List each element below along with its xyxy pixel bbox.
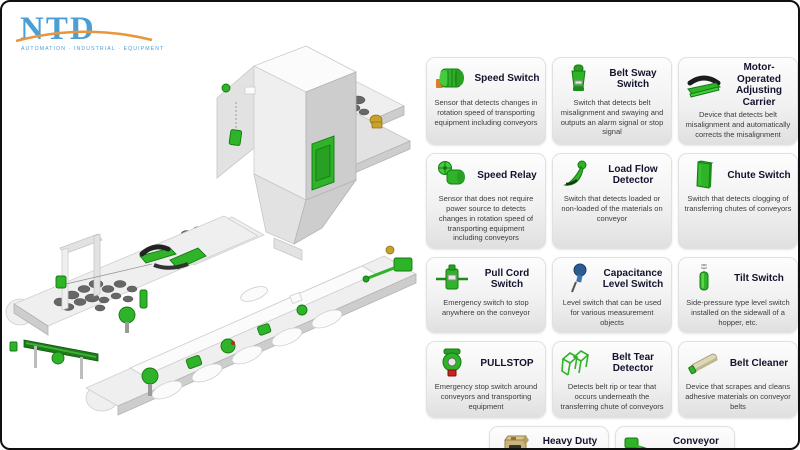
adjusting-carrier-device xyxy=(139,244,177,264)
product-card-header: Motor-Operated Adjusting Carrier xyxy=(684,62,792,108)
post-sensor xyxy=(139,289,148,309)
product-card-header: Speed Relay xyxy=(432,158,540,192)
chute-door-green-panel xyxy=(311,135,335,191)
product-title: Speed Relay xyxy=(477,169,537,181)
cleaner-assembly xyxy=(9,339,99,379)
speed-sensor-device xyxy=(118,306,136,333)
product-description: Side-pressure type level switch installe… xyxy=(686,298,790,327)
product-title: Capacitance Level Switch xyxy=(602,267,664,291)
product-title: PULLSTOP xyxy=(480,357,534,369)
product-description: Level switch that can be used for variou… xyxy=(562,298,662,327)
product-card-header: Pull Cord Switch xyxy=(432,262,540,296)
motor-operated-adjusting-carrier-icon xyxy=(684,68,724,102)
product-title: Belt Sway Switch xyxy=(609,67,657,91)
product-card-header: Speed Switch xyxy=(432,62,540,96)
product-description: Sensor that does not require power sourc… xyxy=(438,194,534,243)
product-card-header: Capacitance Level Switch xyxy=(558,262,666,296)
front-belt-devices xyxy=(141,292,308,396)
product-title: Load Flow Detector xyxy=(608,163,658,187)
product-description: Emergency stop switch around conveyors a… xyxy=(434,382,538,411)
pull-cord-switch-icon xyxy=(432,262,472,296)
end-sensor-device xyxy=(9,341,18,352)
belt-sway-switch-icon xyxy=(558,62,598,96)
product-card-conveyor-generator[interactable]: Conveyor GeneratorPower generator by bel… xyxy=(615,425,735,448)
product-description: Switch that detects belt misalignment an… xyxy=(560,98,664,137)
hopper-tower xyxy=(216,45,358,261)
chute-switch-icon xyxy=(684,158,724,192)
top-junction-box xyxy=(244,86,256,95)
product-description: Emergency switch to stop anywhere on the… xyxy=(442,298,530,317)
product-card-pullstop[interactable]: PULLSTOP Emergency stop switch around con… xyxy=(426,341,546,418)
pullstop-icon xyxy=(432,346,472,380)
product-card-header: Heavy Duty Limit Switch xyxy=(495,431,603,448)
capacitance-level-switch-icon xyxy=(558,262,598,296)
product-title: Pull Cord Switch xyxy=(484,267,530,291)
product-card-header: Belt Cleaner xyxy=(684,346,792,380)
product-description: Device that scrapes and cleans adhesive … xyxy=(685,382,791,411)
conveyor-generator-device xyxy=(362,245,413,283)
speed-relay-icon xyxy=(432,158,472,192)
product-card-header: Load Flow Detector xyxy=(558,158,666,192)
pull-cord-switch-device xyxy=(55,275,67,289)
load-flow-detector-icon xyxy=(558,158,598,192)
product-card-header: Belt Sway Switch xyxy=(558,62,666,96)
product-title: Heavy Duty Limit Switch xyxy=(541,436,600,448)
conveyor-generator-icon xyxy=(621,431,661,448)
gold-drive-device xyxy=(369,114,383,129)
tear-sensor-device xyxy=(51,351,65,365)
product-description: Device that detects belt misalignment an… xyxy=(685,110,791,139)
belt-tear-detector-icon xyxy=(558,346,598,380)
product-description: Sensor that detects changes in rotation … xyxy=(434,98,538,127)
conveyor-system-illustration xyxy=(5,45,417,416)
top-sensor xyxy=(221,83,231,93)
product-title: Tilt Switch xyxy=(734,273,784,285)
product-card-header: Tilt Switch xyxy=(684,262,792,296)
speed-switch-icon xyxy=(432,62,472,96)
heavy-duty-limit-switch-icon xyxy=(495,431,535,448)
product-card-header: Conveyor Generator xyxy=(621,431,729,448)
middle-belt xyxy=(5,215,259,336)
hanging-level-switch xyxy=(228,129,243,146)
product-title: Belt Tear Detector xyxy=(611,351,655,375)
front-belt xyxy=(85,245,417,416)
product-description: Switch that detects clogging of transfer… xyxy=(684,194,792,213)
tilt-switch-icon xyxy=(684,262,724,296)
product-title: Belt Cleaner xyxy=(729,357,789,369)
logo-swoosh-arc xyxy=(15,30,153,43)
product-description: Detects belt rip or tear that occurs und… xyxy=(560,382,664,411)
product-card-header: Chute Switch xyxy=(684,158,792,192)
product-title: Chute Switch xyxy=(727,169,791,181)
belt-cleaner-icon xyxy=(684,346,724,380)
product-card-header: PULLSTOP xyxy=(432,346,540,380)
ntd-logo: NTD AUTOMATION · INDUSTRIAL · EQUIPMENT xyxy=(15,11,164,52)
logo-text: NTD xyxy=(20,11,96,47)
product-card-header: Belt Tear Detector xyxy=(558,346,666,380)
left-gantry xyxy=(55,233,153,311)
product-title: Motor-Operated Adjusting Carrier xyxy=(735,62,783,108)
logo-tagline: AUTOMATION · INDUSTRIAL · EQUIPMENT xyxy=(21,46,164,52)
product-description: Switch that detects loaded or non-loaded… xyxy=(561,194,663,223)
product-title: Conveyor Generator xyxy=(672,436,720,448)
product-title: Speed Switch xyxy=(474,73,540,85)
belt-sway-plate-device xyxy=(153,247,207,270)
